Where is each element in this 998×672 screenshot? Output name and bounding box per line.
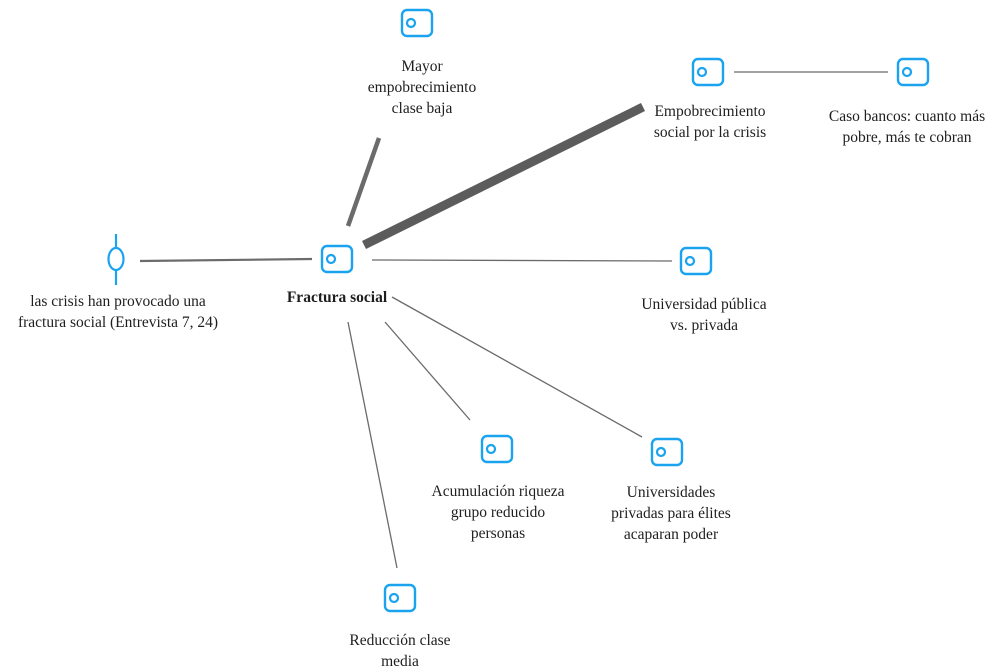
edge-center-universidad-publica [371,259,673,262]
label-line: social por la crisis [653,124,767,141]
quote-icon[interactable] [107,234,125,285]
node-label-reduccion[interactable]: Reducción clase media [330,630,470,672]
node-label-acumulacion[interactable]: Acumulación riqueza grupo reducido perso… [418,481,578,544]
code-icon[interactable] [383,583,417,613]
label-line: fractura social (Entrevista 7, 24) [17,314,219,331]
edge-center-universidades-privadas [391,296,643,438]
label-line: Universidad pública [641,296,767,313]
edge-center-reduccion [347,321,398,569]
code-icon[interactable] [320,244,354,274]
node-label-center[interactable]: Fractura social [262,287,412,308]
edge-center-empobrecimiento [362,102,645,250]
node-label-empobrecimiento[interactable]: Empobrecimiento social por la crisis [625,101,795,143]
code-icon[interactable] [896,57,930,87]
label-line: clase baja [391,100,453,117]
code-icon[interactable] [691,57,725,87]
label-line: Reducción clase [349,632,451,649]
label-line: grupo reducido [450,504,546,521]
edge-center-acumulacion [384,321,471,421]
edge-center-quote [139,257,313,263]
label-line: Mayor [401,58,443,75]
node-label-caso-bancos[interactable]: Caso bancos: cuanto más pobre, más te co… [822,106,992,148]
label-line: personas [470,525,526,542]
label-line: empobrecimiento [367,79,477,96]
code-icon[interactable] [679,246,713,276]
label-line: pobre, más te cobran [842,129,972,146]
label-line: acaparan poder [623,526,719,543]
label-line: privadas para élites [611,505,731,522]
code-icon[interactable] [650,437,684,467]
label-line: Fractura social [286,289,388,306]
edge-center-mayor [345,137,382,227]
node-label-quote[interactable]: las crisis han provocado una fractura so… [8,291,228,333]
node-label-mayor[interactable]: Mayor empobrecimiento clase baja [342,56,502,119]
label-line: Empobrecimiento [654,103,766,120]
label-line: Universidades [626,484,716,501]
code-icon[interactable] [480,434,514,464]
code-icon[interactable] [400,8,434,38]
label-line: Acumulación riqueza [431,483,565,500]
label-line: las crisis han provocado una [30,293,206,310]
label-line: media [381,653,419,670]
label-line: Caso bancos: cuanto más [828,108,986,125]
node-label-universidades-privadas[interactable]: Universidades privadas para élites acapa… [586,482,756,545]
node-label-universidad-publica[interactable]: Universidad pública vs. privada [614,294,794,336]
label-line: vs. privada [669,317,738,334]
